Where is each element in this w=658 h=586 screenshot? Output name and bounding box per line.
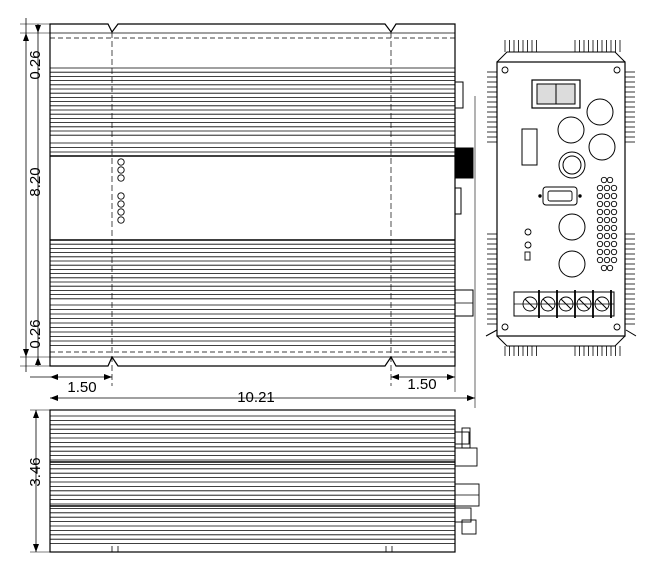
vent-hole bbox=[600, 264, 608, 272]
vent-hole bbox=[596, 184, 604, 192]
vent-hole bbox=[610, 208, 618, 216]
vent-hole bbox=[603, 216, 611, 224]
db9-port bbox=[538, 186, 582, 206]
switch-boss bbox=[454, 81, 464, 109]
vent-hole bbox=[603, 232, 611, 240]
vent-hole bbox=[610, 232, 618, 240]
end-view bbox=[485, 40, 637, 356]
vertical-dimensions: 0.26 8.20 0.26 bbox=[20, 18, 50, 372]
fuse-holder-1 bbox=[557, 116, 585, 144]
dim-height: 8.20 bbox=[27, 167, 44, 196]
dim-length: 10.21 bbox=[237, 389, 275, 406]
end-view-fins bbox=[487, 40, 635, 356]
led-column bbox=[117, 158, 125, 224]
led-indicator bbox=[117, 192, 125, 200]
vent-hole bbox=[596, 240, 604, 248]
led-2 bbox=[524, 241, 532, 249]
vent-hole bbox=[603, 184, 611, 192]
vent-hole bbox=[596, 224, 604, 232]
small-switch bbox=[524, 251, 531, 261]
vent-hole bbox=[596, 232, 604, 240]
vent-hole bbox=[596, 256, 604, 264]
ac-outlet-1 bbox=[586, 98, 614, 126]
led-indicator bbox=[117, 166, 125, 174]
vent-hole bbox=[610, 200, 618, 208]
output-socket-boss bbox=[454, 147, 474, 179]
vent-hole bbox=[610, 184, 618, 192]
vent-hole bbox=[596, 216, 604, 224]
power-switch bbox=[531, 79, 581, 109]
vent-hole bbox=[596, 192, 604, 200]
horizontal-dimensions: 1.50 1.50 10.21 bbox=[30, 96, 476, 408]
vent-hole bbox=[606, 264, 614, 272]
end-plate bbox=[496, 61, 626, 337]
vent-hole bbox=[610, 216, 618, 224]
fuse-holder-2 bbox=[588, 133, 616, 161]
vent-hole bbox=[610, 192, 618, 200]
vent-hole bbox=[603, 208, 611, 216]
vent-hole bbox=[603, 224, 611, 232]
side-view-outline bbox=[49, 409, 456, 553]
vent-hole bbox=[610, 240, 618, 248]
vent-hole bbox=[610, 256, 618, 264]
vent-hole bbox=[600, 176, 608, 184]
vent-holes bbox=[596, 176, 618, 272]
led-indicator bbox=[117, 208, 125, 216]
vent-hole bbox=[596, 200, 604, 208]
vent-hole bbox=[596, 208, 604, 216]
vent-hole bbox=[603, 200, 611, 208]
dim-left-offset: 1.50 bbox=[67, 379, 96, 396]
vent-hole bbox=[603, 240, 611, 248]
indicator-box bbox=[521, 128, 538, 166]
terminal-block bbox=[513, 290, 615, 318]
top-view bbox=[49, 23, 474, 386]
top-view-fins bbox=[50, 67, 455, 346]
vent-hole bbox=[610, 248, 618, 256]
side-view: 3.46 bbox=[27, 409, 480, 553]
top-view-outline bbox=[49, 23, 456, 367]
vent-hole bbox=[610, 224, 618, 232]
led-indicator bbox=[117, 174, 125, 182]
output-socket bbox=[558, 151, 586, 179]
dim-side-height: 3.46 bbox=[27, 457, 44, 486]
vent-hole bbox=[596, 248, 604, 256]
dim-bottom-margin: 0.26 bbox=[27, 319, 44, 348]
vent-hole bbox=[606, 176, 614, 184]
port-1 bbox=[558, 213, 586, 241]
port-2 bbox=[558, 250, 586, 278]
led-indicator bbox=[117, 158, 125, 166]
vent-hole bbox=[603, 248, 611, 256]
led-indicator bbox=[117, 216, 125, 224]
vent-hole bbox=[603, 192, 611, 200]
dim-top-margin: 0.26 bbox=[27, 50, 44, 79]
dim-right-offset: 1.50 bbox=[407, 376, 436, 393]
led-1 bbox=[524, 228, 532, 236]
led-indicator bbox=[117, 200, 125, 208]
db9-boss bbox=[454, 187, 462, 215]
side-view-fins bbox=[50, 415, 455, 544]
vent-hole bbox=[603, 256, 611, 264]
